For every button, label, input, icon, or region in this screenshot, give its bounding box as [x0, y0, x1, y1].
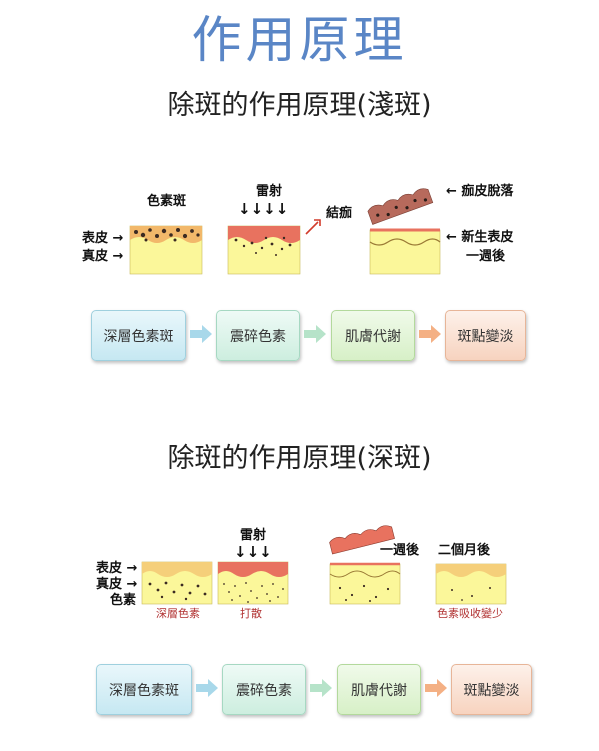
skin-panel-laser: [227, 225, 301, 275]
label-epidermis-2: 表皮 →: [96, 561, 138, 576]
label-laser: 雷射: [256, 184, 283, 199]
flow1-step-metabolism: 肌膚代謝: [331, 310, 415, 361]
label-scatter: 打散: [240, 607, 262, 620]
skin-panel-peel: [367, 188, 441, 275]
main-title: 作用原理: [191, 11, 408, 69]
flow1-step-fade: 斑點變淡: [445, 310, 526, 361]
skin-panel-deep-pigment: [141, 561, 213, 605]
scab-arrow-icon: [305, 221, 319, 235]
flow2-step-metabolism: 肌膚代謝: [337, 664, 421, 715]
flow-arrow-icon: [190, 325, 212, 343]
flow-arrow-icon: [310, 679, 332, 697]
section2-title: 除斑的作用原理(深斑): [167, 443, 432, 474]
label-pigment-2: 色素: [110, 593, 137, 608]
section2-skin-diagrams: [141, 525, 507, 605]
label-dermis-2: 真皮 →: [96, 577, 138, 592]
label-dermis: 真皮 →: [82, 249, 124, 264]
label-less-pigment: 色素吸收變少: [437, 607, 503, 620]
label-epidermis: 表皮 →: [82, 231, 124, 246]
skin-panel-scatter: [217, 561, 289, 605]
flow-arrow-icon: [196, 679, 218, 697]
label-new-epidermis: ← 新生表皮: [446, 230, 514, 245]
label-one-week: 一週後: [466, 249, 506, 264]
section1-skin-diagrams: [129, 188, 441, 275]
label-pigment-spot: 色素斑: [147, 194, 187, 209]
label-laser-2: 雷射: [240, 528, 267, 543]
skin-panel-two-months: [435, 563, 507, 605]
label-scab: 結痂: [326, 206, 353, 221]
flow-arrow-icon: [425, 679, 447, 697]
skin-panel-one-week: [329, 525, 401, 605]
flow2-step-deep-pigment: 深層色素斑: [96, 664, 192, 715]
label-peel: ← 痂皮脫落: [446, 184, 514, 199]
flow1-step-shatter: 震碎色素: [216, 310, 300, 361]
flow-arrow-icon: [304, 325, 326, 343]
laser-arrows: ↓↓↓↓: [238, 200, 289, 218]
laser-arrows-2: ↓↓↓: [234, 543, 272, 561]
flow-arrow-icon: [419, 325, 441, 343]
label-two-months: 二個月後: [438, 543, 491, 558]
label-deep-pigment: 深層色素: [156, 607, 200, 620]
skin-panel-pigment: [129, 225, 203, 275]
flow1-step-deep-pigment: 深層色素斑: [91, 310, 186, 361]
flow2-step-fade: 斑點變淡: [451, 664, 532, 715]
section1-title: 除斑的作用原理(淺斑): [167, 90, 432, 121]
flow2-step-shatter: 震碎色素: [222, 664, 306, 715]
label-one-week-2: 一週後: [380, 543, 420, 558]
